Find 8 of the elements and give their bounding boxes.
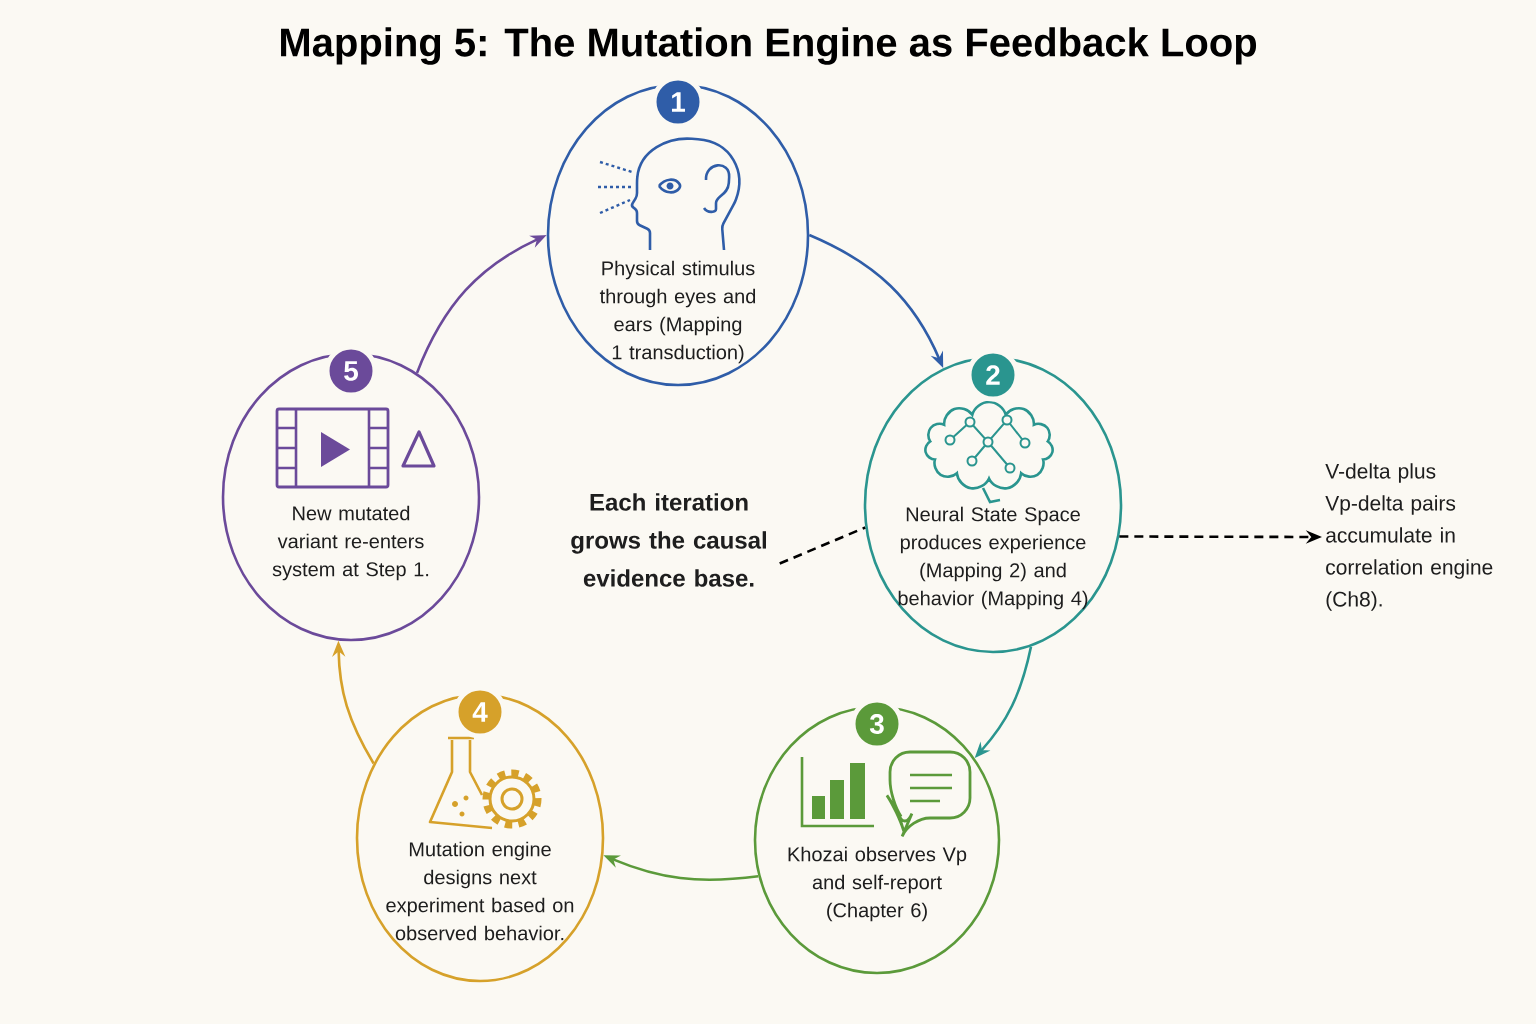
step-text: Neural State Space produces experience (Mapping 2) and behavior (Mapping 4): [898, 506, 1088, 610]
step-text: Mutation engine designs next experiment based on observed behavior.: [386, 841, 574, 941]
step-text: New mutated variant re-enters system at Step 1.: [272, 505, 429, 581]
step-text: Physical stimulus through eyes and ears (Mapping 1 transduction): [599, 260, 756, 364]
note-text: Each iteration grows the causal evidence base.: [571, 493, 766, 587]
side-note: V-delta plus Vp-delta pairs accumulate in correlation engine (Ch8).: [1325, 463, 1493, 611]
step-text: Khozai observes Vp and self-report (Chapter 6): [788, 846, 967, 922]
title: Mapping 5: The Mutation Engine as Feedback Loop: [281, 27, 1257, 65]
